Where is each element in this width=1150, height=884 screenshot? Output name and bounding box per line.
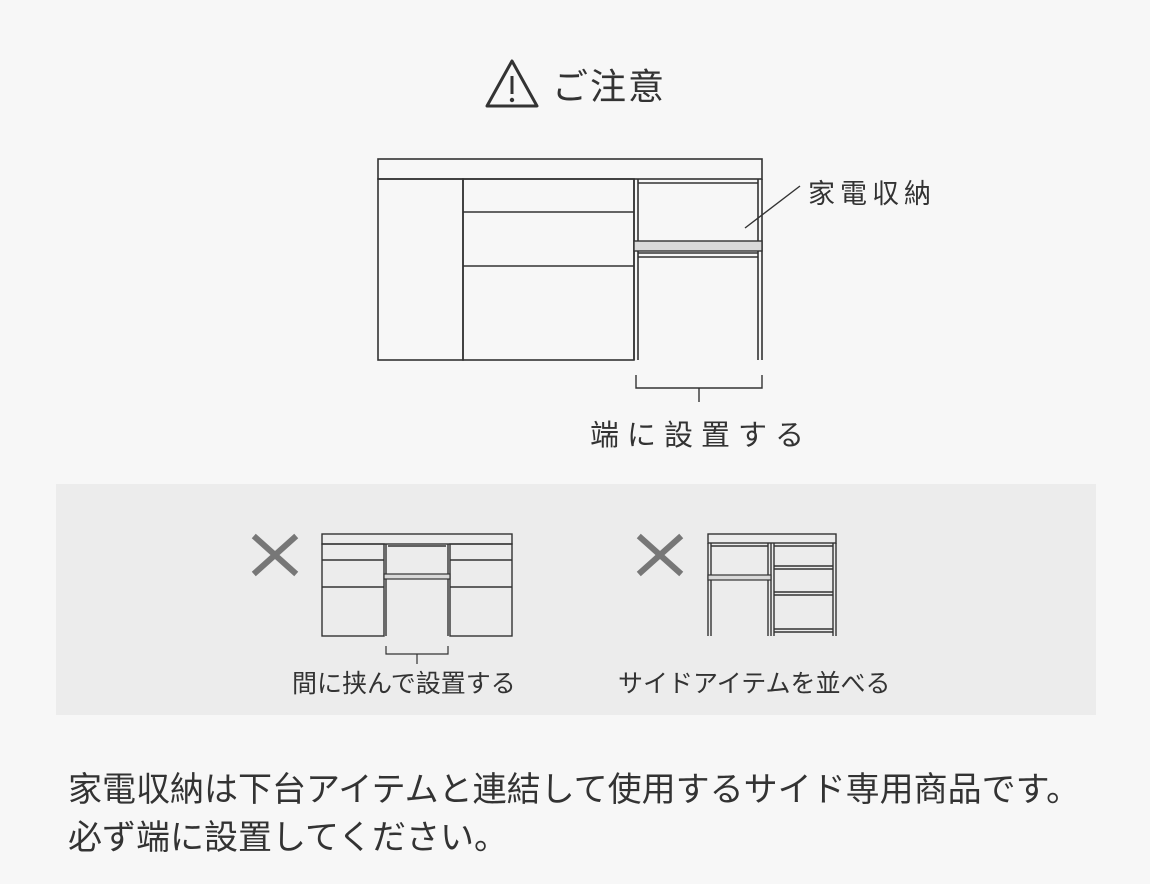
usage-note: 家電収納は下台アイテムと連結して使用するサイド専用商品です。必ず端に設置してくだ…: [68, 770, 1081, 858]
caution-header: ご注意: [0, 58, 1150, 110]
page-title: ご注意: [551, 67, 666, 108]
left-cabinet: [377, 178, 464, 361]
callout-leader: [744, 185, 801, 229]
appliance-shelf: [633, 240, 763, 252]
main-desk-diagram: [377, 158, 801, 402]
warning-triangle-icon: [485, 59, 539, 108]
bad-example-label-sandwiched: 間に挟んで設置する: [292, 669, 516, 698]
bad-examples-panel: [56, 484, 1096, 715]
placement-label: 端に設置する: [590, 418, 813, 452]
bad-example-label-side-by-side: サイドアイテムを並べる: [618, 669, 891, 698]
desk-top-board: [377, 158, 763, 180]
drawer-unit: [462, 178, 635, 361]
placement-bracket: [635, 375, 763, 389]
appliance-storage-label: 家電収納: [808, 179, 936, 210]
